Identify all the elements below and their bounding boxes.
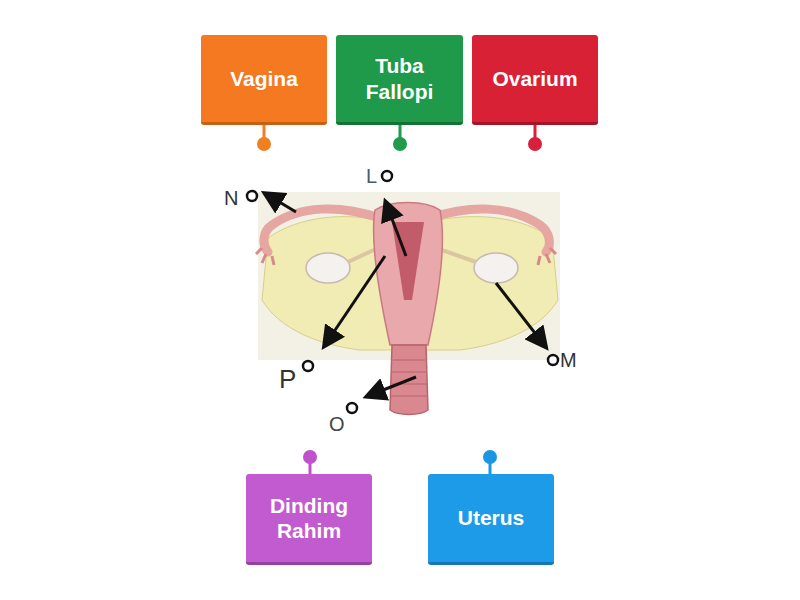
callout-letter: L — [366, 166, 377, 186]
answer-box: Uterus — [428, 474, 554, 565]
leader-arrows — [266, 194, 545, 396]
answer-text: Tuba Fallopi — [344, 53, 455, 103]
callout-letter: M — [560, 350, 577, 370]
answer-box: Dinding Rahim — [246, 474, 372, 565]
answer-box: Tuba Fallopi — [336, 35, 463, 125]
answer-box: Vagina — [201, 35, 327, 125]
answer-text: Uterus — [458, 505, 525, 530]
callout-letter: P — [279, 366, 296, 392]
uterus-illustration — [256, 192, 560, 415]
answer-text: Dinding Rahim — [254, 493, 364, 543]
callout-letter: O — [329, 414, 345, 434]
answer-dots — [247, 171, 558, 413]
answer-box: Ovarium — [472, 35, 598, 125]
answer-text: Vagina — [230, 66, 298, 91]
callout-letter: N — [224, 188, 238, 208]
answer-text: Ovarium — [492, 66, 577, 91]
